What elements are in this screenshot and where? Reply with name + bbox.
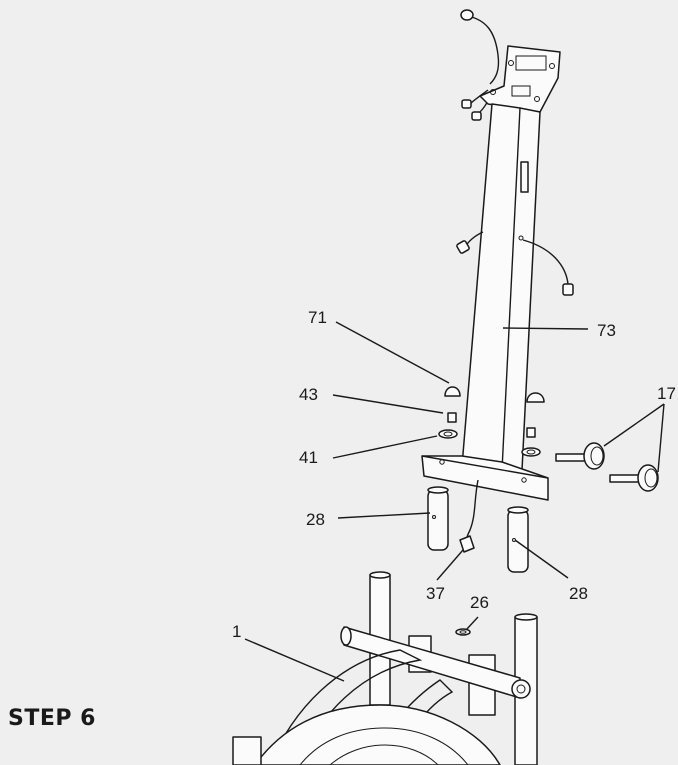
callout-37: 37 xyxy=(426,584,445,603)
step-title: STEP 6 xyxy=(8,706,96,731)
knobs-17 xyxy=(555,442,659,492)
tubes-28 xyxy=(427,486,529,573)
callout-1: 1 xyxy=(232,622,241,641)
callout-71: 71 xyxy=(308,308,327,327)
console-cable xyxy=(460,9,500,121)
base-plate xyxy=(421,455,549,501)
callout-41: 41 xyxy=(299,448,318,467)
wire-37 xyxy=(459,479,479,553)
main-frame xyxy=(232,571,538,765)
callout-28-left: 28 xyxy=(306,510,325,529)
callout-17: 17 xyxy=(657,384,676,403)
callout-28-right: 28 xyxy=(569,584,588,603)
hardware-right xyxy=(521,392,545,457)
upright-post-73 xyxy=(456,103,574,471)
callout-26: 26 xyxy=(470,593,489,612)
hardware-left xyxy=(438,386,461,439)
leader-lines xyxy=(244,321,665,682)
callout-43: 43 xyxy=(299,385,318,404)
console-bracket xyxy=(479,45,561,113)
callout-73: 73 xyxy=(597,321,616,340)
